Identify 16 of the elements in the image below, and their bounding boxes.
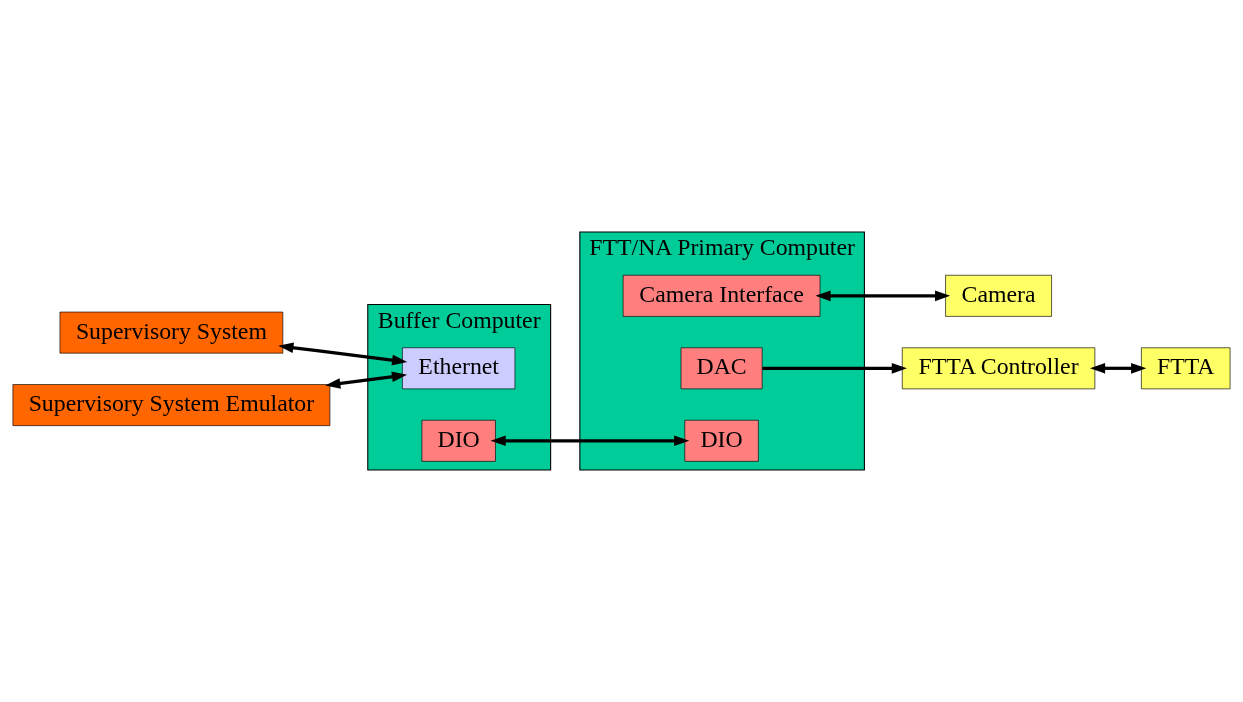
node-box: Camera xyxy=(945,274,1052,317)
node-box: Camera Interface xyxy=(622,274,821,317)
node-box: Supervisory System Emulator xyxy=(12,384,331,426)
arrow xyxy=(815,290,951,302)
arrow xyxy=(1089,363,1147,374)
arrow xyxy=(325,371,408,389)
node-box: Supervisory System xyxy=(59,311,284,354)
arrow xyxy=(762,363,907,374)
node-box: DAC xyxy=(680,347,763,390)
arrow xyxy=(490,435,690,447)
arrow xyxy=(278,342,408,366)
node-box: Ethernet xyxy=(402,347,516,390)
node-box: DIO xyxy=(684,419,759,462)
node-box: FTTA Controller xyxy=(901,347,1096,390)
node-box: DIO xyxy=(421,419,496,462)
node-box: FTTA xyxy=(1141,347,1231,390)
